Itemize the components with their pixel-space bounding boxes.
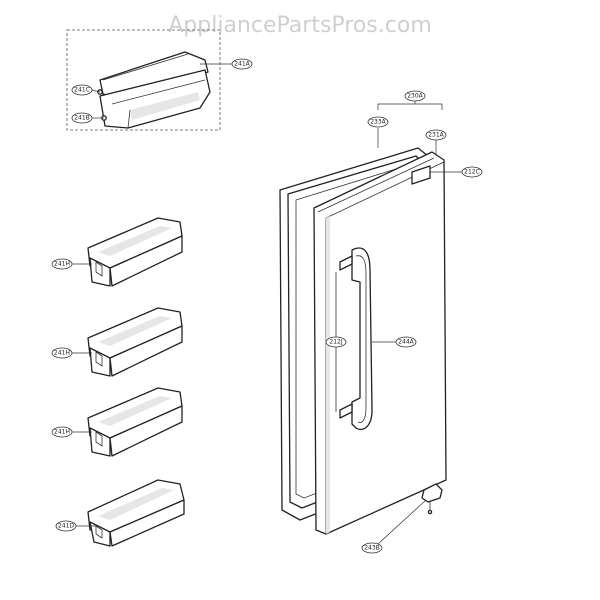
watermark-text: AppliancePartsPros.com [168,13,432,38]
svg-text:241D: 241D [58,523,74,530]
door-cap [411,165,431,185]
callout-231A: 231A [425,129,447,154]
callout-241C: 241C [71,84,101,96]
svg-text:241H: 241H [54,261,70,268]
svg-text:241C: 241C [74,87,90,94]
detail-dashed-box [66,29,221,131]
door-bin-1 [87,217,183,287]
dairy-bin-assembly [66,29,221,131]
door-hinge [421,483,443,503]
svg-text:231A: 231A [428,132,444,139]
svg-text:230A: 230A [407,93,423,100]
dairy-bin-lid [99,51,209,101]
svg-text:241B: 241B [74,115,90,122]
callout-241H-3: 241H [51,426,92,438]
svg-text:212J: 212J [329,339,342,346]
callout-241A: 241A [200,58,253,70]
door-panel [313,151,447,535]
door-bin-4 [87,479,185,547]
svg-text:243B: 243B [364,545,380,552]
svg-text:233A: 233A [370,119,386,126]
svg-text:241H: 241H [54,350,70,357]
svg-text:212C: 212C [464,169,480,176]
door-handle [351,247,373,431]
svg-text:241A: 241A [234,61,250,68]
callout-212J: 212J [325,336,347,348]
callout-243B: 243B [361,499,427,554]
callout-241B: 241B [71,112,104,124]
callout-241D: 241D [55,520,96,532]
callout-244A: 244A [372,336,417,348]
callout-241H-1: 241H [51,258,92,270]
door-bin-2 [87,307,183,377]
callout-230A: 230A [377,90,443,110]
svg-text:241H: 241H [54,429,70,436]
door-bin-3 [87,387,183,457]
callout-233A: 233A [367,116,389,148]
dairy-bin-body [99,69,211,129]
callout-212C: 212C [430,166,483,178]
callout-241H-2: 241H [51,347,92,359]
svg-text:244A: 244A [398,339,414,346]
